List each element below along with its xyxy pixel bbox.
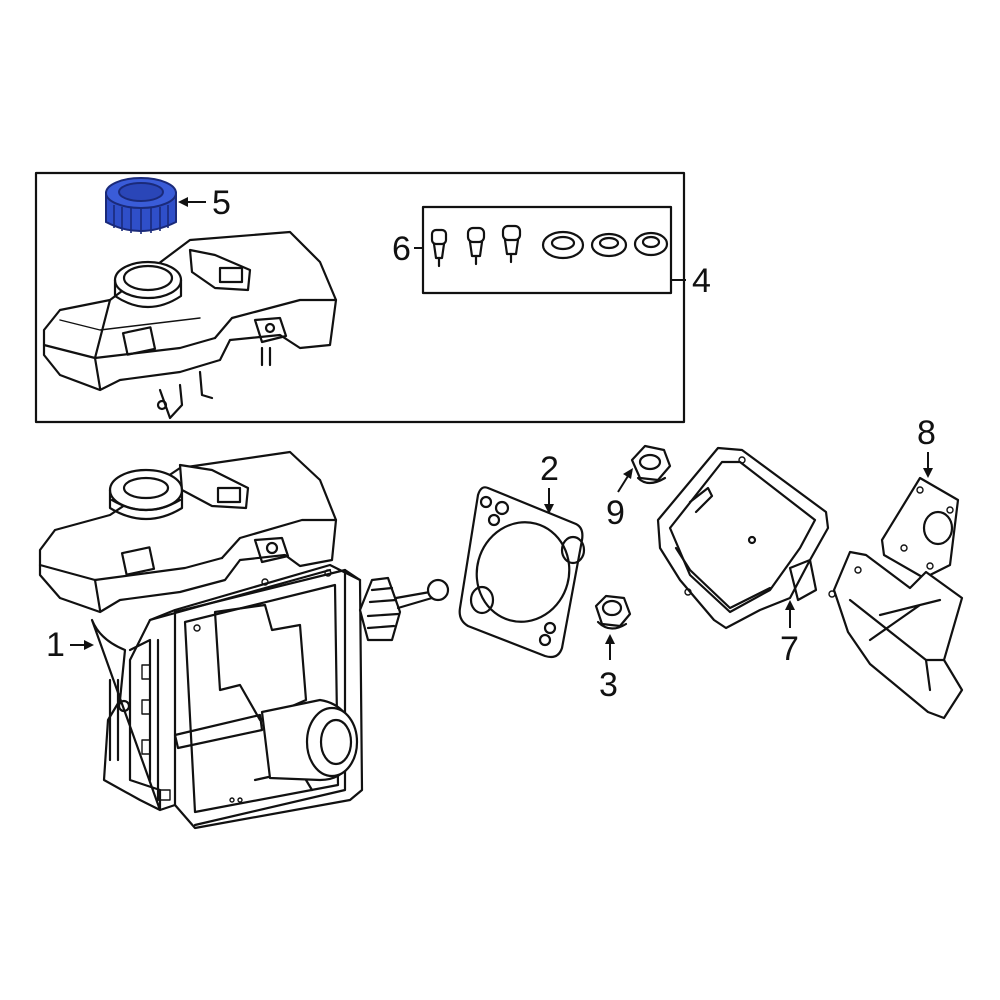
callout-3-label: 3 (599, 666, 618, 704)
callout-4-label: 4 (692, 262, 711, 300)
brake-booster-assembly[interactable] (38, 450, 450, 830)
callout-4: 4 (672, 262, 711, 300)
callout-1-label: 1 (46, 626, 65, 664)
gasket[interactable] (458, 486, 586, 659)
mounting-bracket[interactable] (828, 476, 964, 720)
seal-kit-parts[interactable] (430, 224, 669, 268)
control-module[interactable] (656, 446, 830, 630)
callout-8-label: 8 (917, 414, 936, 452)
callout-7: 7 (780, 600, 799, 668)
callout-6: 6 (392, 230, 424, 268)
callout-1: 1 (46, 626, 94, 664)
callout-2-label: 2 (540, 450, 559, 488)
reservoir-inset[interactable] (42, 230, 338, 420)
callout-8: 8 (917, 414, 936, 478)
flange-nut-upper[interactable] (630, 444, 672, 485)
flange-nut-lower[interactable] (594, 594, 632, 630)
callout-6-label: 6 (392, 230, 411, 268)
callout-9-label: 9 (606, 494, 625, 532)
callout-5-label: 5 (212, 184, 231, 222)
reservoir-inset-frame (34, 171, 686, 424)
callout-5: 5 (178, 184, 231, 222)
callout-7-label: 7 (780, 630, 799, 668)
reservoir-cap[interactable] (105, 177, 177, 234)
seal-kit-frame (421, 205, 673, 295)
callout-9: 9 (606, 468, 633, 532)
callout-2: 2 (540, 450, 559, 514)
callout-3: 3 (599, 634, 618, 704)
